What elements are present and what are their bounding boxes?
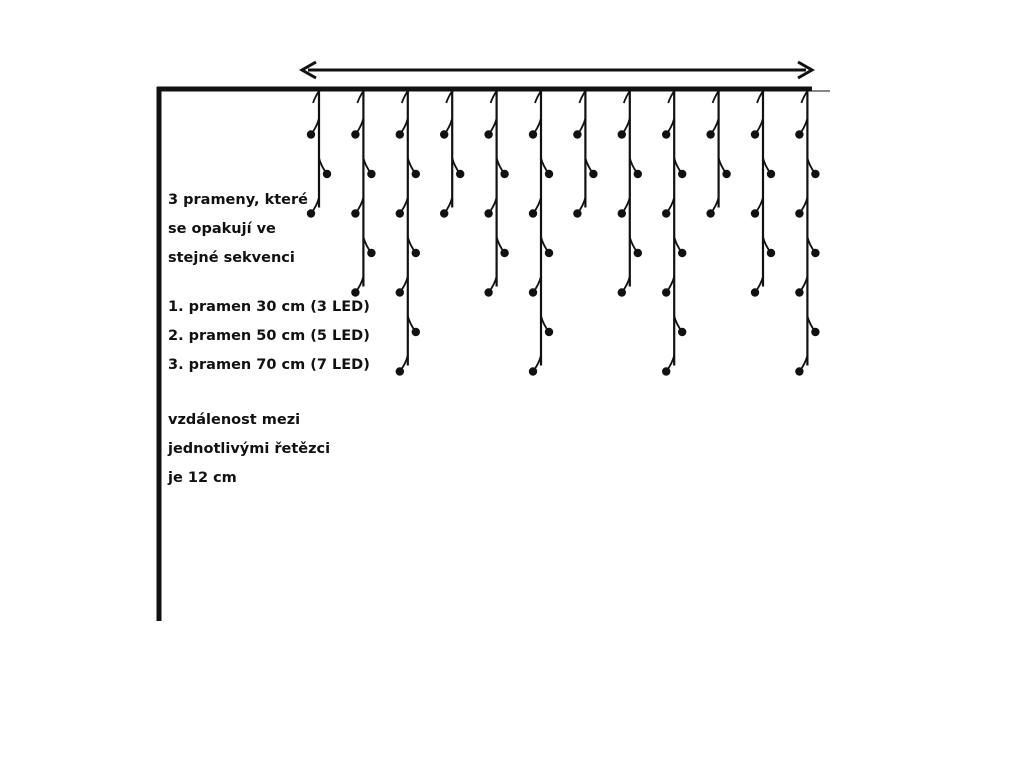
strand-hook [356,90,365,104]
width-arrow [298,60,816,80]
led-bulb [750,197,764,218]
led-bulb [440,197,454,218]
led-bulb [351,197,365,218]
note-line: vzdálenost mezi [168,412,301,428]
led-bulb [395,355,409,376]
led-bulb [717,157,731,179]
note-line: se opakují ve [168,221,276,237]
strand-hook [400,90,409,104]
led-bulb [351,118,365,139]
led-bulb [451,157,465,179]
led-strand [662,89,687,376]
led-strand [617,89,642,297]
led-bulb [406,315,420,337]
strand-length-item: 1. pramen 30 cm (3 LED) [168,299,370,315]
strand-length-item: 3. pramen 70 cm (7 LED) [168,357,370,373]
led-bulb [662,118,676,139]
led-strand [484,89,509,297]
led-bulb [662,276,676,297]
led-bulb [617,276,631,297]
led-bulb [673,315,687,337]
led-bulb [540,236,554,258]
led-bulb [806,315,820,337]
led-bulb [750,118,764,139]
led-bulb [484,276,498,297]
led-bulb [706,197,720,218]
led-bulb [706,118,720,139]
led-bulb [617,118,631,139]
led-bulb [662,197,676,218]
strand-hook [578,90,587,104]
led-bulb [395,197,409,218]
led-bulb [617,197,631,218]
led-bulb [750,276,764,297]
led-bulb [628,157,642,179]
led-bulb [406,157,420,179]
strand-hook [312,90,320,104]
led-bulb [795,197,809,218]
led-bulb [584,157,598,179]
led-bulb [673,157,687,179]
strand-hook [622,90,631,104]
led-bulb [528,118,542,139]
led-strands [306,89,820,376]
led-bulb [362,157,376,179]
strand-hook [489,90,498,104]
led-bulb [795,276,809,297]
strand-hook [667,90,675,104]
led-strand [795,89,820,376]
strand-hook [445,90,453,104]
led-bulb [762,157,776,179]
led-bulb [528,355,542,376]
led-bulb [573,197,587,218]
strand-spacing-note: vzdálenost mezi jednotlivými řetězci je … [168,406,330,493]
repeat-sequence-note: 3 prameny, které se opakují ve stejné se… [168,186,308,273]
led-bulb [795,118,809,139]
led-bulb [351,276,365,297]
led-strand [395,89,420,376]
note-line: je 12 cm [168,470,237,486]
led-strand [351,89,376,297]
led-bulb [628,236,642,258]
strand-hook [534,90,542,104]
led-strand [706,89,731,218]
led-bulb [318,157,332,179]
note-line: jednotlivými řetězci [168,441,331,457]
led-bulb [540,315,554,337]
strand-hook [800,90,809,104]
led-bulb [528,276,542,297]
led-bulb [495,236,509,258]
led-bulb [440,118,454,139]
led-bulb [306,118,320,139]
led-strand [750,89,776,297]
led-bulb [406,236,420,258]
led-bulb [573,118,587,139]
led-bulb [795,355,809,376]
led-strand [528,89,554,376]
led-strand [440,89,465,218]
strand-hook [711,90,720,104]
strand-length-item: 2. pramen 50 cm (5 LED) [168,328,370,344]
led-bulb [495,157,509,179]
led-bulb [762,236,776,258]
led-bulb [484,197,498,218]
led-bulb [395,276,409,297]
led-bulb [540,157,554,179]
led-bulb [662,355,676,376]
led-bulb [806,236,820,258]
led-bulb [306,197,320,218]
led-bulb [362,236,376,258]
note-line: 3 prameny, které [168,192,308,208]
strand-lengths-list: 1. pramen 30 cm (3 LED) 2. pramen 50 cm … [168,293,370,380]
led-bulb [673,236,687,258]
led-bulb [528,197,542,218]
led-strand [573,89,598,218]
strand-hook [756,90,764,104]
led-bulb [484,118,498,139]
led-strand [306,89,332,218]
note-line: stejné sekvenci [168,250,295,266]
led-bulb [806,157,820,179]
led-bulb [395,118,409,139]
